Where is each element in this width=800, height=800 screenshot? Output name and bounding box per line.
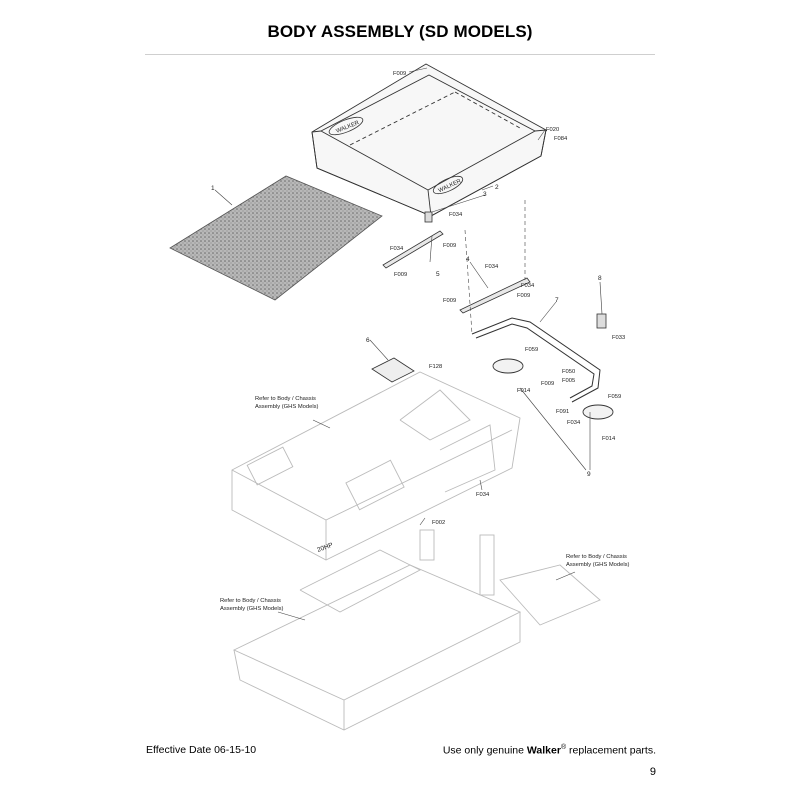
part-f034-e: F034 [567, 420, 581, 426]
ref-note-2-line2: Assembly (GHS Models) [220, 606, 284, 612]
parts-notice-prefix: Use only genuine [442, 744, 527, 757]
part-f128: F128 [429, 364, 442, 370]
access-plate[interactable] [371, 357, 415, 383]
header-divider [145, 54, 655, 55]
pulley-left[interactable] [492, 358, 524, 374]
part-f034-f: F034 [476, 492, 490, 498]
part-f059-a: F059 [525, 347, 538, 353]
ref-note-1-line2: Assembly (GHS Models) [255, 404, 319, 410]
strap-left[interactable] [382, 230, 444, 269]
callout-9: 9 [587, 471, 591, 478]
callout-1: 1 [211, 185, 215, 192]
registered-mark: ® [560, 744, 567, 751]
part-f009-b: F009 [394, 272, 407, 278]
callout-2: 2 [495, 184, 499, 191]
ref-note-2-line1: Refer to Body / Chassis [220, 598, 281, 604]
ref-note-1-line1: Refer to Body / Chassis [255, 396, 316, 402]
callout-5: 5 [436, 271, 440, 278]
page-title: BODY ASSEMBLY (SD MODELS) [267, 22, 533, 41]
floor-mat[interactable] [169, 175, 383, 301]
parts-notice-suffix: replacement parts. [566, 744, 656, 757]
part-f084: F084 [554, 136, 568, 142]
ref-note-3-line1: Refer to Body / Chassis [566, 554, 627, 560]
part-f050: F050 [562, 369, 575, 375]
part-f059-b: F059 [608, 394, 621, 400]
hp-decal: 20HP [316, 542, 334, 554]
spindle-bracket[interactable] [471, 317, 601, 403]
part-f020: F020 [546, 127, 559, 133]
pulley-right[interactable] [582, 404, 614, 420]
part-f009-c: F009 [517, 293, 530, 299]
parts-notice: Use only genuine Walker® replacement par… [443, 744, 656, 757]
parts-notice-brand: Walker [526, 744, 561, 757]
clip[interactable] [596, 313, 607, 329]
part-f034-c: F034 [485, 264, 499, 270]
brand-decal-small [328, 116, 364, 136]
strap-right[interactable] [459, 277, 531, 314]
part-f034-d: F034 [521, 283, 535, 289]
callout-7: 7 [555, 297, 559, 304]
callout-8: 8 [598, 275, 602, 282]
chassis-frame [232, 529, 601, 731]
callout-3: 3 [483, 191, 487, 198]
part-f009-a: F009 [443, 243, 456, 249]
part-f014-a: F014 [517, 388, 531, 394]
part-f009-e: F009 [541, 381, 554, 387]
part-f034-a: F034 [449, 212, 463, 218]
part-f005: F005 [562, 378, 575, 384]
part-f014-b: F014 [602, 436, 616, 442]
page-number: 9 [649, 766, 656, 778]
part-f034-b: F034 [390, 246, 404, 252]
part-f091: F091 [556, 409, 569, 415]
ref-note-3-line2: Assembly (GHS Models) [566, 562, 630, 568]
brand-decal-body [432, 175, 464, 195]
callout-6: 6 [366, 337, 370, 344]
callout-4: 4 [466, 256, 470, 263]
part-f002: F002 [432, 520, 445, 526]
bumper[interactable] [424, 211, 433, 223]
body-shell [231, 371, 521, 561]
part-f009-d: F009 [443, 298, 456, 304]
effective-date: Effective Date 06-15-10 [146, 744, 257, 756]
hopper-body[interactable] [311, 63, 547, 217]
part-f009-top: F009 [393, 71, 406, 77]
part-f033: F033 [612, 335, 625, 341]
